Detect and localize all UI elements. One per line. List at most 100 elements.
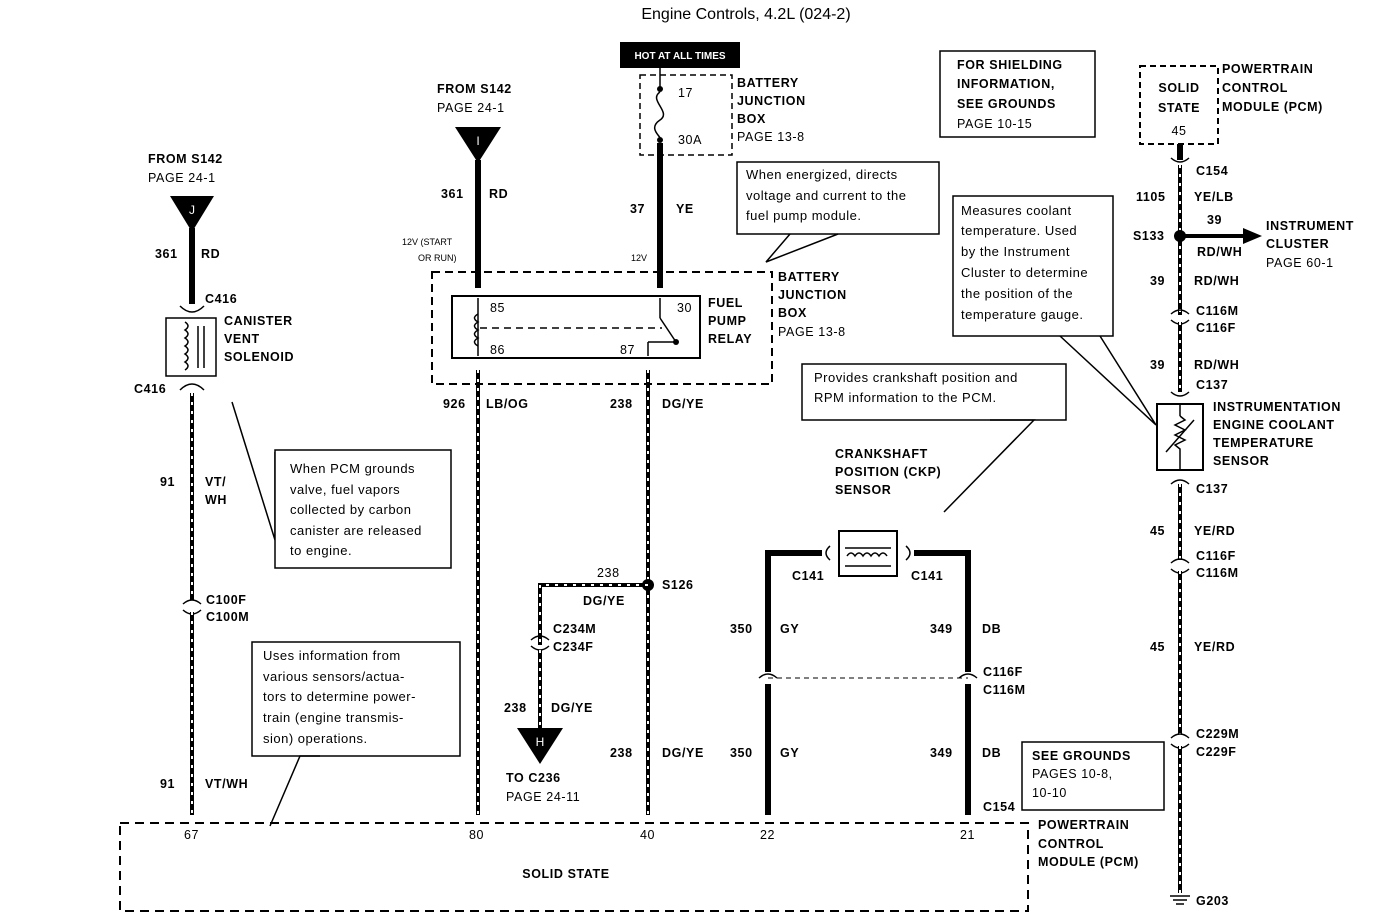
from-s142-mid-line1: FROM S142 <box>437 82 512 96</box>
c416-bottom: C416 <box>134 382 166 396</box>
relay-note-3: fuel pump module. <box>746 208 861 223</box>
pcm-note-4: train (engine transmis- <box>263 710 404 725</box>
bjb-relay-4: PAGE 13-8 <box>778 325 846 339</box>
left-color-rd: RD <box>201 247 220 261</box>
pcm-note-5: sion) operations. <box>263 731 368 746</box>
from-s142-left: FROM S142 PAGE 24-1 J <box>148 152 223 232</box>
ground-icon <box>1170 895 1190 905</box>
instrument-cluster-3: PAGE 60-1 <box>1266 256 1334 270</box>
c116m-ckp: C116M <box>983 683 1026 697</box>
relay-coil-icon <box>473 313 480 347</box>
relay-30-color: YE <box>676 202 694 216</box>
pcm-top-label-1: POWERTRAIN <box>1222 62 1313 76</box>
evap-note-box <box>274 449 452 569</box>
canister-label-2: VENT <box>224 332 260 346</box>
c116f-right-2: C116F <box>1196 549 1236 563</box>
c141-left: C141 <box>792 569 824 583</box>
pcm-top-state: STATE <box>1158 101 1200 115</box>
sensor-label-1: INSTRUMENTATION <box>1213 400 1341 414</box>
color-39-b: RD/WH <box>1194 358 1239 372</box>
color-45-b: YE/RD <box>1194 640 1235 654</box>
evap-note-3: collected by carbon <box>290 502 412 517</box>
c229f: C229F <box>1196 745 1237 759</box>
relay-30-circuit: 37 <box>630 202 645 216</box>
coolant-note-3: by the Instrument <box>961 244 1070 259</box>
relay-pin-87: 87 <box>620 343 635 357</box>
wire-350-circuit-2: 350 <box>730 746 753 760</box>
c229m: C229M <box>1196 727 1239 741</box>
relay-note-box <box>736 161 940 235</box>
fuel-pump-relay-3: RELAY <box>708 332 752 346</box>
c154-bottom: C154 <box>983 800 1015 814</box>
canister-label-3: SOLENOID <box>224 350 294 364</box>
from-s142-left-line1: FROM S142 <box>148 152 223 166</box>
wire-238-circuit: 238 <box>610 397 633 411</box>
pcm-pin-80: 80 <box>469 828 484 842</box>
color-1105: YE/LB <box>1194 190 1234 204</box>
from-s142-middle: FROM S142 PAGE 24-1 I <box>437 82 512 163</box>
branch-238-color-2: DG/YE <box>551 701 593 715</box>
grounds-note-2: PAGES 10-8, <box>1032 767 1113 781</box>
left-circuit-91-a: 91 <box>160 475 175 489</box>
wire-238-circuit-low: 238 <box>610 746 633 760</box>
circuit-45-a: 45 <box>1150 524 1165 538</box>
fuse-rating: 30A <box>678 133 702 147</box>
wire-349-color: DB <box>982 622 1001 636</box>
c137-bottom: C137 <box>1196 482 1228 496</box>
from-s142-left-line2: PAGE 24-1 <box>148 171 216 185</box>
connector-j-label: J <box>189 203 195 217</box>
wire-349-color-2: DB <box>982 746 1001 760</box>
c154-top: C154 <box>1196 164 1228 178</box>
branch-238-circuit: 238 <box>597 566 620 580</box>
circuit-45-b: 45 <box>1150 640 1165 654</box>
pcm-top-label-3: MODULE (PCM) <box>1222 100 1323 114</box>
grounds-note-box <box>1021 741 1165 811</box>
g203: G203 <box>1196 894 1229 908</box>
relay-85-circuit: 361 <box>441 187 464 201</box>
c116f-right: C116F <box>1196 321 1236 335</box>
ckp-label-3: SENSOR <box>835 483 891 497</box>
pcm-top-label-2: CONTROL <box>1222 81 1288 95</box>
fuse-box-dashed <box>639 74 733 156</box>
relay-85-color: RD <box>489 187 508 201</box>
circuit-39-a: 39 <box>1150 274 1165 288</box>
ckp-label-2: POSITION (CKP) <box>835 465 941 479</box>
wire-926-circuit: 926 <box>443 397 466 411</box>
c100f: C100F <box>206 593 247 607</box>
bjb-relay-1: BATTERY <box>778 270 840 284</box>
branch-39-circuit: 39 <box>1207 213 1222 227</box>
relay-switch-icon <box>659 317 677 343</box>
shielding-note-2: INFORMATION, <box>957 77 1055 91</box>
coolant-note-4: Cluster to determine <box>961 265 1088 280</box>
ckp-note-2: RPM information to the PCM. <box>814 390 997 405</box>
bjb-top-3: BOX <box>737 112 766 126</box>
coolant-note-1: Measures coolant <box>961 203 1072 218</box>
pcm-bottom-label-1: POWERTRAIN <box>1038 818 1129 832</box>
evap-note-1: When PCM grounds <box>290 461 415 476</box>
evap-note-5: to engine. <box>290 543 352 558</box>
from-s142-mid-line2: PAGE 24-1 <box>437 101 505 115</box>
to-c236-page: PAGE 24-11 <box>506 790 580 804</box>
c137-top: C137 <box>1196 378 1228 392</box>
ckp-coil-icon <box>846 552 888 558</box>
shielding-note-4: PAGE 10-15 <box>957 117 1032 131</box>
c116m-right: C116M <box>1196 304 1239 318</box>
wire-350-color-2: GY <box>780 746 799 760</box>
relay-30-note: 12V <box>631 253 647 263</box>
bjb-top-4: PAGE 13-8 <box>737 130 805 144</box>
pcm-bottom-dashed <box>119 822 1029 912</box>
pcm-top-solid: SOLID <box>1158 81 1199 95</box>
c416-top: C416 <box>205 292 237 306</box>
c141-right: C141 <box>911 569 943 583</box>
grounds-note-1: SEE GROUNDS <box>1032 749 1131 763</box>
connector-i-icon <box>455 127 501 163</box>
left-color-wh: WH <box>205 493 227 507</box>
branch-238-color: DG/YE <box>583 594 625 608</box>
connector-h-icon <box>517 728 563 764</box>
evap-note-4: canister are released <box>290 523 422 538</box>
branch-39-color: RD/WH <box>1197 245 1242 259</box>
c116f-ckp: C116F <box>983 665 1023 679</box>
coolant-note-box <box>952 195 1114 337</box>
relay-85-note-2: OR RUN) <box>418 253 457 263</box>
